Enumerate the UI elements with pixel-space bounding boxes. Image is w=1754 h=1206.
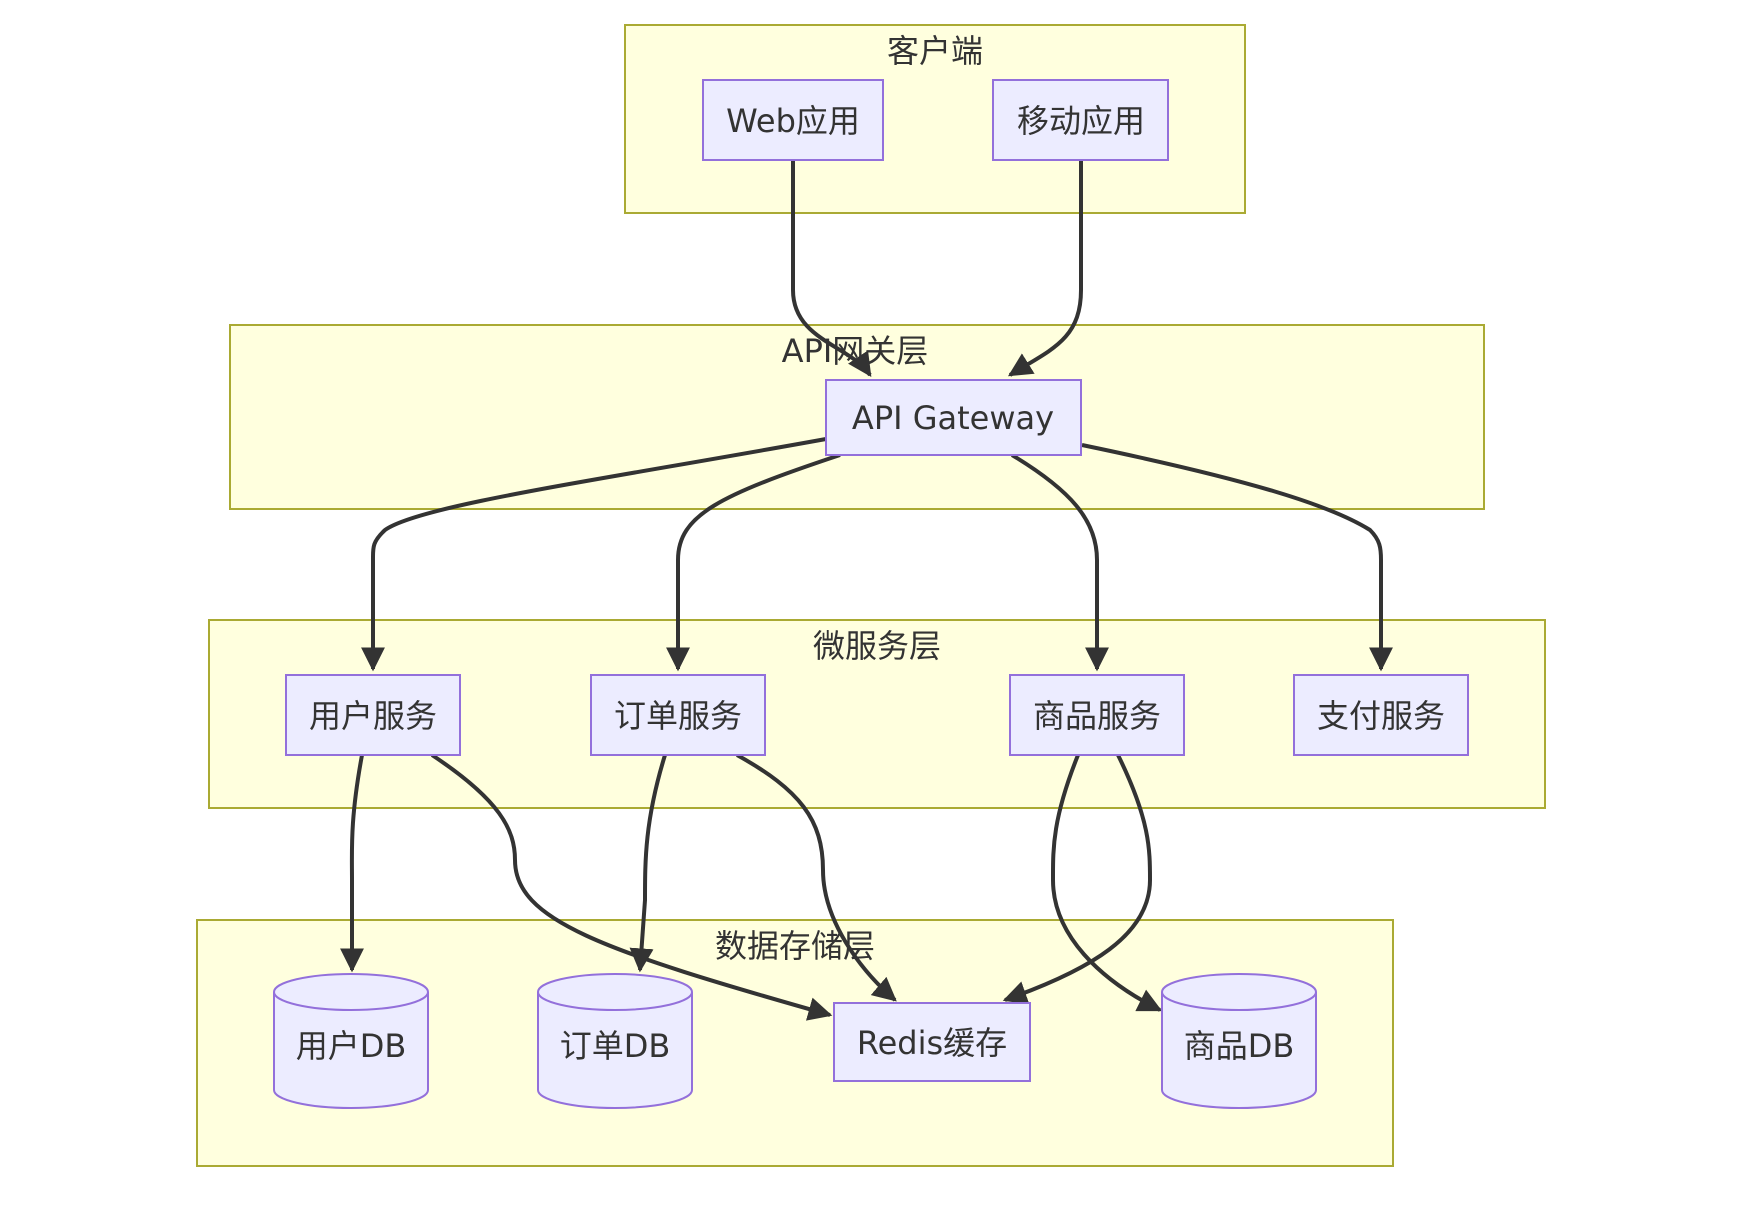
edge-product-service-to-product-db <box>1050 754 1163 1012</box>
cluster-services-label: 微服务层 <box>813 627 941 665</box>
edge-product-service-to-redis <box>1002 754 1153 1005</box>
cluster-client-label: 客户端 <box>887 32 983 70</box>
node-mobile-app: 移动应用 <box>992 79 1169 161</box>
edges <box>340 160 1393 1021</box>
edge-mobile-to-gateway <box>1007 160 1083 377</box>
node-order-db-label: 订单DB <box>560 1027 671 1065</box>
edge-order-service-to-redis <box>736 753 897 1002</box>
node-api-gateway-label: API Gateway <box>852 399 1054 437</box>
edge-gateway-to-order-service <box>666 453 841 672</box>
node-api-gateway: API Gateway <box>825 379 1082 456</box>
node-product-db-label: 商品DB <box>1184 1027 1295 1065</box>
edge-web-to-gateway <box>791 160 872 377</box>
node-user-service: 用户服务 <box>285 674 461 756</box>
edge-order-service-to-order-db <box>629 754 667 973</box>
cluster-gateway-label: API网关层 <box>782 332 929 370</box>
node-order-service: 订单服务 <box>590 674 766 756</box>
node-product-service-label: 商品服务 <box>1033 697 1161 735</box>
edge-user-service-to-user-db <box>340 754 364 973</box>
node-payment-service: 支付服务 <box>1293 674 1469 756</box>
edge-gateway-to-payment-service <box>1081 443 1393 672</box>
node-web-app-label: Web应用 <box>726 102 860 140</box>
node-user-service-label: 用户服务 <box>309 697 437 735</box>
edge-user-service-to-redis <box>430 753 833 1021</box>
node-product-db: 商品DB <box>1161 973 1317 1109</box>
node-mobile-app-label: 移动应用 <box>1017 102 1145 140</box>
node-user-db-label: 用户DB <box>296 1027 407 1065</box>
node-order-service-label: 订单服务 <box>614 697 742 735</box>
node-web-app: Web应用 <box>702 79 884 161</box>
edge-gateway-to-product-service <box>1010 453 1109 672</box>
node-user-db: 用户DB <box>273 973 429 1109</box>
node-product-service: 商品服务 <box>1009 674 1185 756</box>
node-payment-service-label: 支付服务 <box>1317 697 1445 735</box>
node-redis-cache: Redis缓存 <box>833 1002 1031 1082</box>
node-redis-cache-label: Redis缓存 <box>857 1024 1007 1062</box>
edge-gateway-to-user-service <box>361 437 827 672</box>
node-order-db: 订单DB <box>537 973 693 1109</box>
cluster-storage-label: 数据存储层 <box>715 927 875 965</box>
